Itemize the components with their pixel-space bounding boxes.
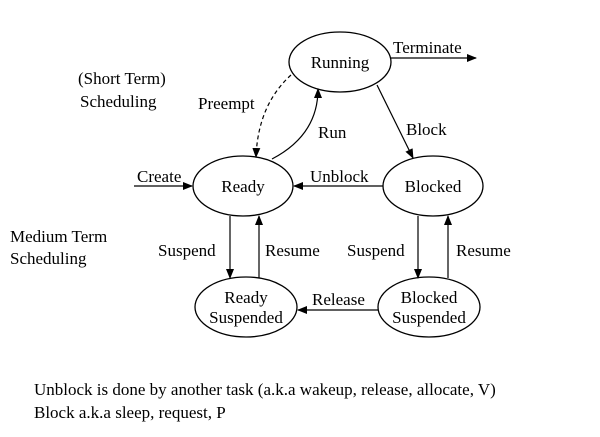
transition-suspend-right: Suspend: [347, 216, 422, 279]
state-ready-suspended: Ready Suspended: [194, 276, 298, 338]
transition-unblock: Unblock: [293, 167, 383, 190]
medium-term-label-line1: Medium Term: [10, 227, 107, 246]
state-ready: Ready: [192, 155, 294, 217]
state-blocked-suspended: Blocked Suspended: [377, 276, 481, 338]
transition-preempt: Preempt: [198, 74, 292, 158]
terminate-label: Terminate: [393, 38, 462, 57]
medium-term-label-line2: Scheduling: [10, 249, 87, 268]
state-running-label: Running: [311, 53, 370, 72]
release-label: Release: [312, 290, 365, 309]
preempt-label: Preempt: [198, 94, 255, 113]
transition-resume-left: Resume: [255, 215, 320, 278]
transition-release: Release: [297, 290, 378, 314]
state-running: Running: [288, 31, 392, 93]
transition-block: Block: [376, 84, 447, 159]
transition-terminate: Terminate: [391, 38, 477, 62]
note-block: Block a.k.a sleep, request, P: [34, 403, 226, 422]
state-blocked-suspended-line2: Suspended: [392, 308, 466, 327]
note-unblock: Unblock is done by another task (a.k.a w…: [34, 380, 496, 399]
transition-resume-right: Resume: [444, 215, 511, 278]
resume-left-label: Resume: [265, 241, 320, 260]
create-label: Create: [137, 167, 181, 186]
suspend-left-label: Suspend: [158, 241, 216, 260]
state-blocked-suspended-line1: Blocked: [401, 288, 458, 307]
transition-run: Run: [271, 88, 347, 160]
short-term-label-line1: (Short Term): [78, 69, 166, 88]
run-label: Run: [318, 123, 347, 142]
state-ready-suspended-line2: Suspended: [209, 308, 283, 327]
state-ready-suspended-line1: Ready: [224, 288, 268, 307]
block-label: Block: [406, 120, 447, 139]
suspend-right-label: Suspend: [347, 241, 405, 260]
state-blocked-label: Blocked: [405, 177, 462, 196]
short-term-label-line2: Scheduling: [80, 92, 157, 111]
unblock-label: Unblock: [310, 167, 369, 186]
transition-suspend-left: Suspend: [158, 216, 234, 279]
state-blocked: Blocked: [382, 155, 484, 217]
state-ready-label: Ready: [221, 177, 265, 196]
resume-right-label: Resume: [456, 241, 511, 260]
transition-create: Create: [134, 167, 193, 190]
